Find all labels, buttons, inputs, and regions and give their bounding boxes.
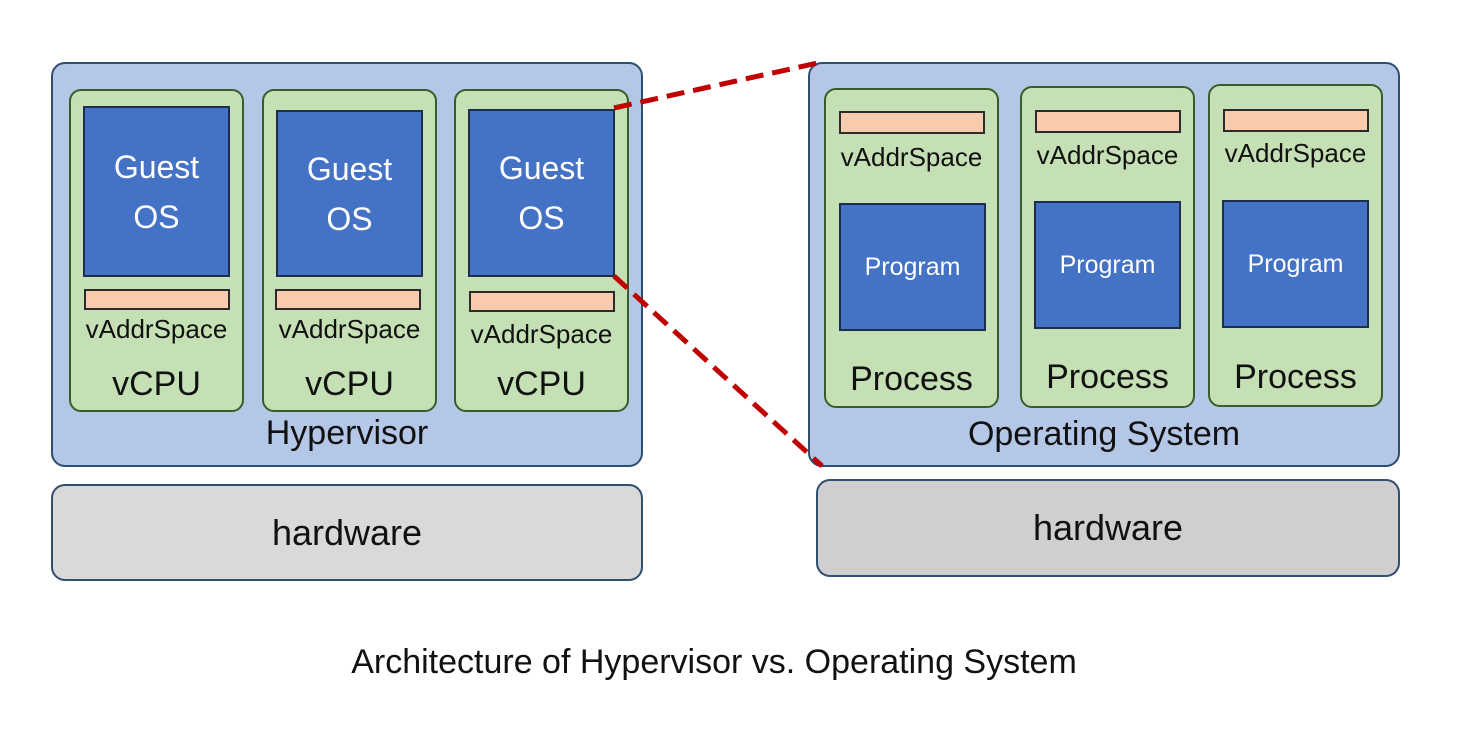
guest-os-label-line1: Guest [306,150,393,187]
diagram-caption: Architecture of Hypervisor vs. Operating… [351,643,1077,681]
process-label: Process [1234,358,1357,396]
hardware-box-right: hardware [816,479,1400,577]
hypervisor-label: Hypervisor [265,414,429,452]
hardware-box-left: hardware [51,484,643,581]
guest-os-label-line2: OS [518,200,565,236]
guest-os-box: Guest OS [468,109,615,277]
vaddrspace-strip [1223,109,1369,132]
vcpu-label: vCPU [497,365,586,403]
program-box: Program [839,203,986,331]
vaddrspace-label: vAddrSpace [278,314,421,344]
guest-os-box: Guest OS [83,106,230,277]
vcpu-label: vCPU [112,365,201,403]
vaddrspace-label: vAddrSpace [840,142,983,172]
process-label: Process [850,360,973,398]
guest-os-box: Guest OS [276,110,423,277]
process-label: Process [1046,358,1169,396]
zoom-line-bottom [612,274,824,468]
vaddrspace-strip [275,289,421,310]
vaddrspace-strip [469,291,615,312]
vaddrspace-label: vAddrSpace [1224,138,1367,168]
program-box: Program [1034,201,1181,329]
vaddrspace-label: vAddrSpace [1036,140,1179,170]
vaddrspace-strip [84,289,230,310]
guest-os-label-line1: Guest [113,148,200,185]
vaddrspace-label: vAddrSpace [85,314,228,344]
vaddrspace-strip [839,111,985,134]
vaddrspace-strip [1035,110,1181,133]
vaddrspace-label: vAddrSpace [470,319,613,349]
guest-os-label-line1: Guest [498,150,585,186]
operating-system-label: Operating System [967,415,1241,453]
vcpu-label: vCPU [305,365,394,403]
guest-os-label-line2: OS [326,200,373,237]
guest-os-label-line2: OS [133,198,180,235]
program-box: Program [1222,200,1369,328]
zoom-line-top [613,59,823,111]
